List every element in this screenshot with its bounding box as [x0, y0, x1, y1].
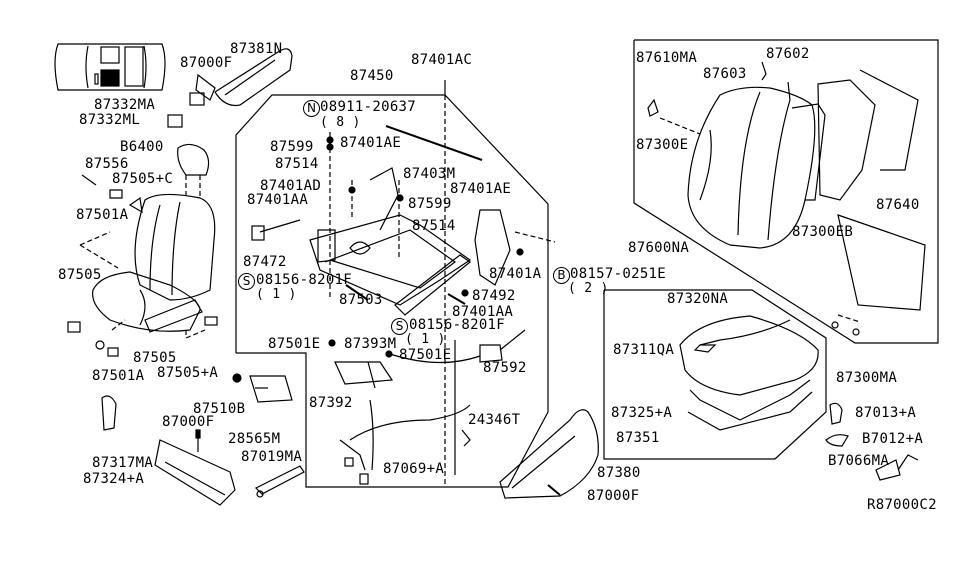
seat-side-trim-top-icon: [167, 48, 293, 128]
part-label-87300EB: 87300EB: [792, 224, 854, 240]
part-label-08156-right: 08156-8201F: [409, 317, 506, 333]
lower-left-parts-icon: [101, 373, 305, 506]
rear-seat-back-boundary: [633, 39, 939, 344]
part-label-08911-20637: 08911-20637: [320, 99, 417, 115]
part-label-87401AA-left: 87401AA: [247, 192, 309, 208]
part-label-87401AE-top: 87401AE: [340, 135, 402, 151]
part-label-87600NA: 87600NA: [628, 240, 690, 256]
part-label-87592: 87592: [483, 360, 527, 376]
seat-frame-icon: [251, 125, 556, 316]
rear-seat-back-icon: [647, 61, 926, 336]
part-label-87501A-bottom: 87501A: [92, 368, 145, 384]
part-label-87510B: 87510B: [193, 401, 246, 417]
part-label-87300MA: 87300MA: [836, 370, 898, 386]
seat-frame-boundary: [235, 80, 549, 488]
part-label-87019MA: 87019MA: [241, 449, 303, 465]
part-label-87351: 87351: [616, 430, 660, 446]
part-label-87000F-mid: 87000F: [162, 414, 215, 430]
rear-seat-cushion-icon: [679, 315, 919, 481]
part-label-87311QA: 87311QA: [613, 342, 675, 358]
part-label-87381N: 87381N: [230, 41, 283, 57]
part-label-08911-qty: ( 8 ): [320, 115, 361, 130]
part-label-87602: 87602: [766, 46, 810, 62]
part-label-87599-mid: 87599: [408, 196, 452, 212]
part-label-87640: 87640: [876, 197, 920, 213]
marker-b-icon: B: [553, 267, 570, 284]
part-label-87324A: 87324+A: [83, 471, 145, 487]
part-label-87401A: 87401A: [489, 266, 542, 282]
part-label-87501A-top: 87501A: [76, 207, 129, 223]
vehicle-locator-icon: [54, 43, 166, 91]
part-label-87320NA: 87320NA: [667, 291, 729, 307]
part-label-87393M: 87393M: [344, 336, 397, 352]
part-label-87505-bottom: 87505: [133, 350, 177, 366]
part-label-87603: 87603: [703, 66, 747, 82]
part-label-87332ML: 87332ML: [79, 112, 141, 128]
part-label-87401AC: 87401AC: [411, 52, 473, 68]
part-label-87401AE-right: 87401AE: [450, 181, 512, 197]
part-label-87013A: 87013+A: [855, 405, 917, 421]
part-label-87492: 87492: [472, 288, 516, 304]
part-label-87325A: 87325+A: [611, 405, 673, 421]
part-label-87392: 87392: [309, 395, 353, 411]
motor-harness-icon: [328, 329, 526, 485]
seat-side-trim-bottom-icon: [499, 409, 599, 499]
part-label-87066MA: B7066MA: [828, 453, 890, 469]
part-label-87332MA: 87332MA: [94, 97, 156, 113]
part-label-87503: 87503: [339, 292, 383, 308]
part-label-87380: 87380: [597, 465, 641, 481]
part-label-87401AD: 87401AD: [260, 178, 322, 194]
part-label-08156-left: 08156-8201F: [256, 272, 353, 288]
part-label-87514-top: 87514: [275, 156, 319, 172]
part-label-87556: 87556: [85, 156, 129, 172]
part-label-87501E-right: 87501E: [399, 347, 452, 363]
front-seat-assembly-icon: [67, 143, 218, 357]
marker-n-icon: N: [303, 100, 320, 117]
part-label-87450: 87450: [350, 68, 394, 84]
part-label-87505A: 87505+A: [157, 365, 219, 381]
part-label-08157-qty: ( 2 ): [568, 281, 609, 296]
part-label-87000F-top: 87000F: [180, 55, 233, 71]
part-label-87069A: 87069+A: [383, 461, 445, 477]
part-label-87599-top: 87599: [270, 139, 314, 155]
marker-s-left-icon: S: [238, 273, 255, 290]
part-label-24346T: 24346T: [468, 412, 521, 428]
part-label-28565M: 28565M: [228, 431, 281, 447]
part-label-08157-0251E: 08157-0251E: [570, 266, 667, 282]
part-label-87403M: 87403M: [403, 166, 456, 182]
reference-code: R87000C2: [867, 497, 937, 513]
part-label-08156-right-qty: ( 1 ): [405, 332, 446, 347]
part-label-87000F-bottom: 87000F: [587, 488, 640, 504]
part-label-87514-mid: 87514: [412, 218, 456, 234]
part-label-87610MA: 87610MA: [636, 50, 698, 66]
rear-seat-cushion-boundary: [603, 289, 827, 460]
part-label-87501E-left: 87501E: [268, 336, 321, 352]
part-label-87012A: B7012+A: [862, 431, 924, 447]
part-label-87401AA-right: 87401AA: [452, 304, 514, 320]
part-label-87505-left: 87505: [58, 267, 102, 283]
part-label-87505C: 87505+C: [112, 171, 174, 187]
part-label-87472: 87472: [243, 254, 287, 270]
part-label-08156-left-qty: ( 1 ): [256, 287, 297, 302]
part-label-86400: B6400: [120, 139, 164, 155]
part-label-87300E: 87300E: [636, 137, 689, 153]
part-label-87317MA: 87317MA: [92, 455, 154, 471]
marker-s-right-icon: S: [391, 318, 408, 335]
